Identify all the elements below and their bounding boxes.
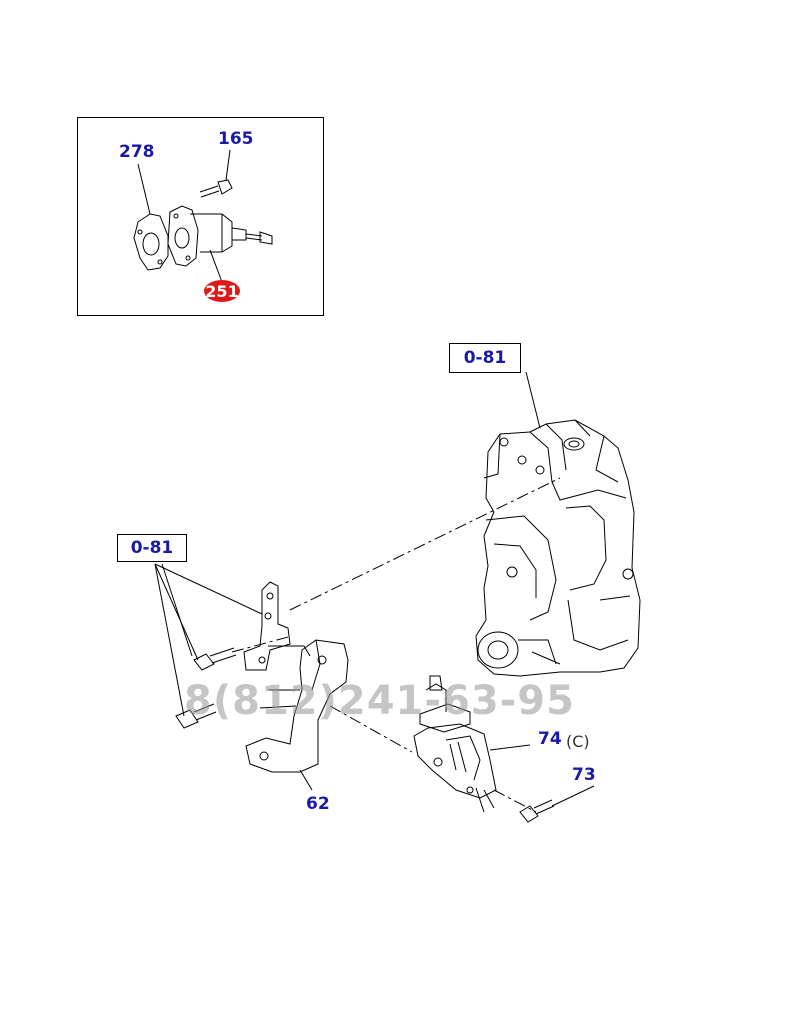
leader-62 — [299, 769, 313, 791]
part-label-251-highlighted[interactable]: 251 — [204, 280, 240, 302]
actuator-drawing — [413, 675, 497, 813]
part-label-62[interactable]: 62 — [306, 794, 330, 814]
part-label-73[interactable]: 73 — [572, 765, 596, 785]
leader-left-0-81 — [154, 563, 263, 717]
part-label-165[interactable]: 165 — [218, 129, 254, 149]
inset-leader-lines — [137, 149, 231, 283]
part-label-74-suffix: (C) — [566, 732, 590, 751]
center-lines — [231, 477, 561, 813]
bolt-upper-drawing — [193, 647, 237, 671]
pump-housing-drawing — [475, 419, 641, 677]
part-label-278[interactable]: 278 — [119, 142, 155, 162]
inset-detail-frame — [77, 117, 324, 316]
phone-watermark: 8(812)241-63-95 — [184, 678, 575, 724]
bracket-plate-drawing — [243, 581, 311, 671]
mounting-bracket-drawing — [245, 639, 349, 773]
part-label-0-81-left[interactable]: 0-81 — [117, 534, 187, 562]
leader-74 — [489, 744, 531, 751]
leader-top-0-81 — [525, 371, 541, 429]
inset-bolt-drawing — [199, 179, 233, 198]
solenoid-drawing — [167, 205, 273, 267]
part-label-74[interactable]: 74 — [538, 729, 562, 749]
bolt-lower-drawing — [175, 703, 217, 729]
gasket-drawing — [133, 213, 169, 271]
part-label-0-81-top[interactable]: 0-81 — [449, 343, 521, 373]
leader-73 — [551, 785, 595, 807]
bolt-73-drawing — [519, 799, 555, 823]
